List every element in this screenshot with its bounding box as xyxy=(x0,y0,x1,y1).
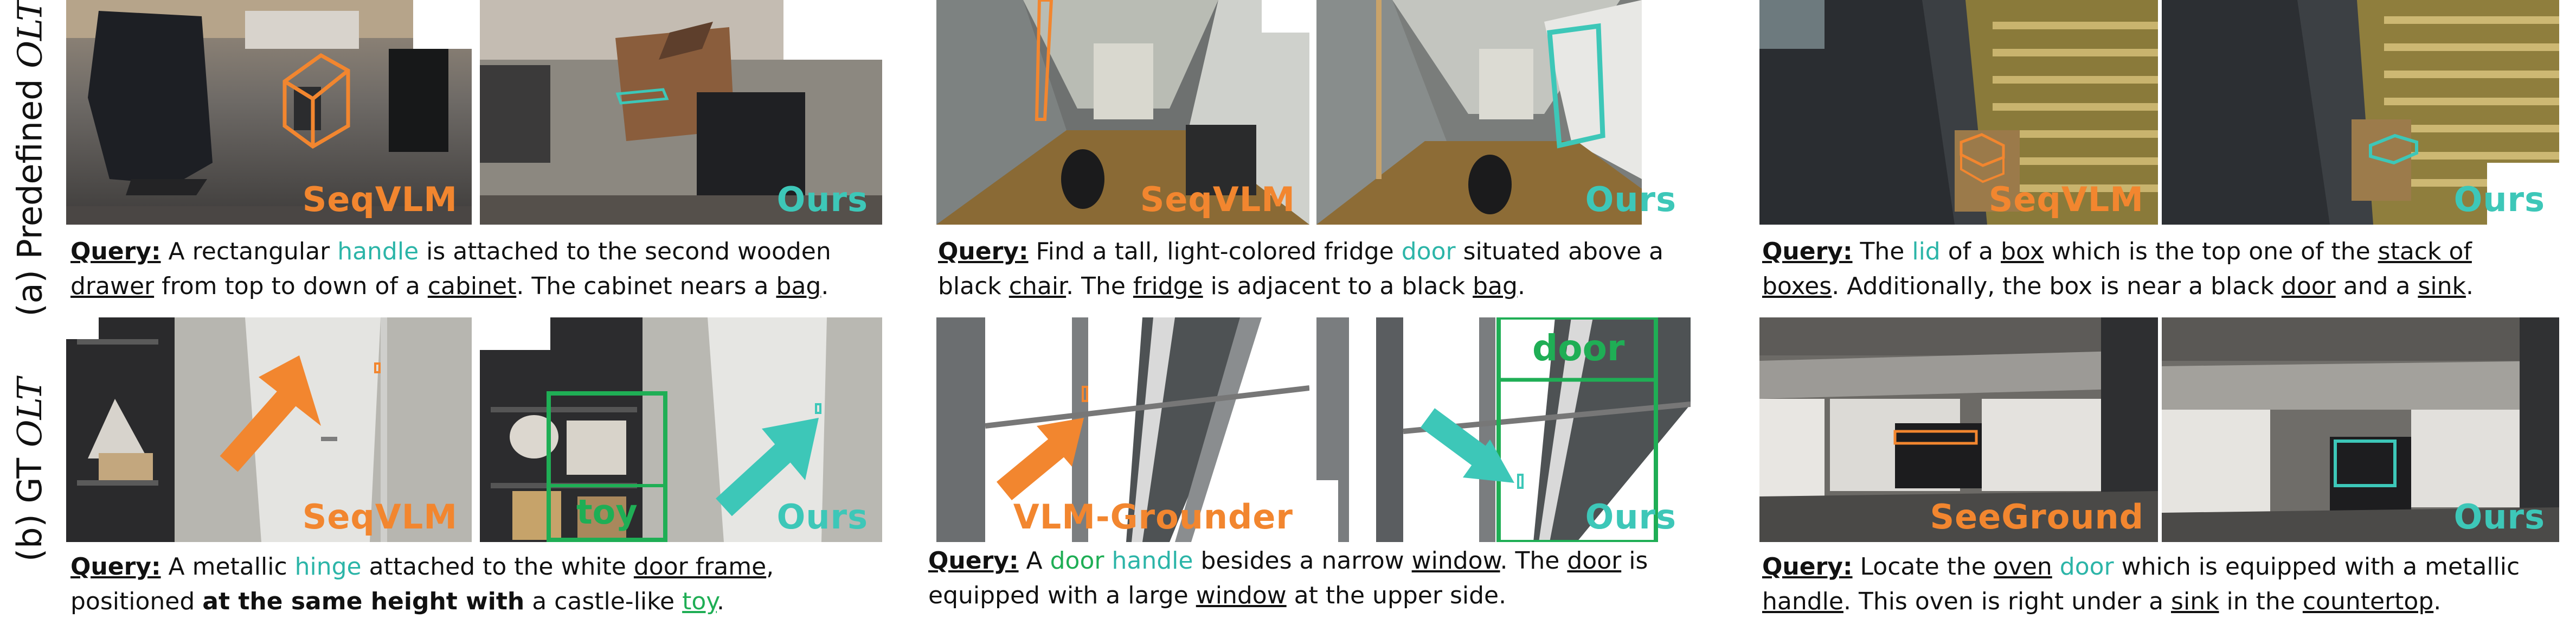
arrow-seqvlm-b1 xyxy=(220,355,381,472)
row-label-a: (a) Predefined OLT xyxy=(10,0,50,317)
method-label: SeqVLM xyxy=(302,180,458,219)
image-a2-seqvlm: SeqVLM xyxy=(936,0,1309,225)
arrow-vlmgrounder-b2 xyxy=(996,386,1088,500)
bbox-seeground-b3 xyxy=(1893,430,1978,445)
method-label: SeqVLM xyxy=(1988,180,2144,219)
bbox-label-toy: toy xyxy=(576,492,638,532)
bbox-and-arrow-ours-b2 xyxy=(1420,317,1658,542)
bbox-seqvlm-a1 xyxy=(282,53,350,149)
image-a2-ours: Ours xyxy=(1316,0,1691,225)
method-label: VLM-Grounder xyxy=(1013,497,1293,537)
image-b2-ours: door Ours xyxy=(1316,317,1691,542)
caption-b1: Query: A metallic hinge attached to the … xyxy=(70,553,774,615)
bbox-seqvlm-a2 xyxy=(1035,0,1053,121)
method-label: Ours xyxy=(1585,497,1676,537)
caption-a1: Query: A rectangular handle is attached … xyxy=(70,238,831,300)
caption-a2: Query: Find a tall, light-colored fridge… xyxy=(938,238,1663,300)
method-label: SeqVLM xyxy=(1140,180,1295,219)
row-label-b: (b) GT OLT xyxy=(10,377,50,562)
image-b3-seeground: SeeGround xyxy=(1759,317,2158,542)
bbox-ours-a2 xyxy=(1547,23,1605,149)
method-label: Ours xyxy=(1585,180,1676,219)
image-a3-ours: Ours xyxy=(2162,0,2559,225)
method-label: Ours xyxy=(776,180,868,219)
method-label: Ours xyxy=(776,497,868,537)
bbox-seqvlm-a3 xyxy=(1960,133,2005,183)
image-b3-ours: Ours xyxy=(2162,317,2559,542)
image-a3-seqvlm: SeqVLM xyxy=(1759,0,2158,225)
method-label: SeeGround xyxy=(1930,497,2144,537)
bbox-ours-a1 xyxy=(615,88,669,105)
image-b1-ours: toy Ours xyxy=(480,317,882,542)
bbox-and-arrow-ours-b1 xyxy=(547,391,821,542)
bbox-ours-a3 xyxy=(2369,133,2418,165)
method-label: Ours xyxy=(2453,180,2545,219)
image-b2-vlmgrounder: VLM-Grounder xyxy=(936,317,1309,542)
bbox-label-door: door xyxy=(1532,327,1625,369)
image-a1-ours: Ours xyxy=(480,0,882,225)
caption-b3: Query: Locate the oven door which is equ… xyxy=(1762,553,2520,615)
caption-a3: Query: The lid of a box which is the top… xyxy=(1762,238,2474,300)
method-label: Ours xyxy=(2453,497,2545,537)
image-a1-seqvlm: SeqVLM xyxy=(66,0,472,225)
image-b1-seqvlm: SeqVLM xyxy=(66,317,472,542)
method-label: SeqVLM xyxy=(302,497,458,537)
bbox-ours-b3 xyxy=(2334,439,2397,487)
caption-b2: Query: A door handle besides a narrow wi… xyxy=(928,547,1648,609)
